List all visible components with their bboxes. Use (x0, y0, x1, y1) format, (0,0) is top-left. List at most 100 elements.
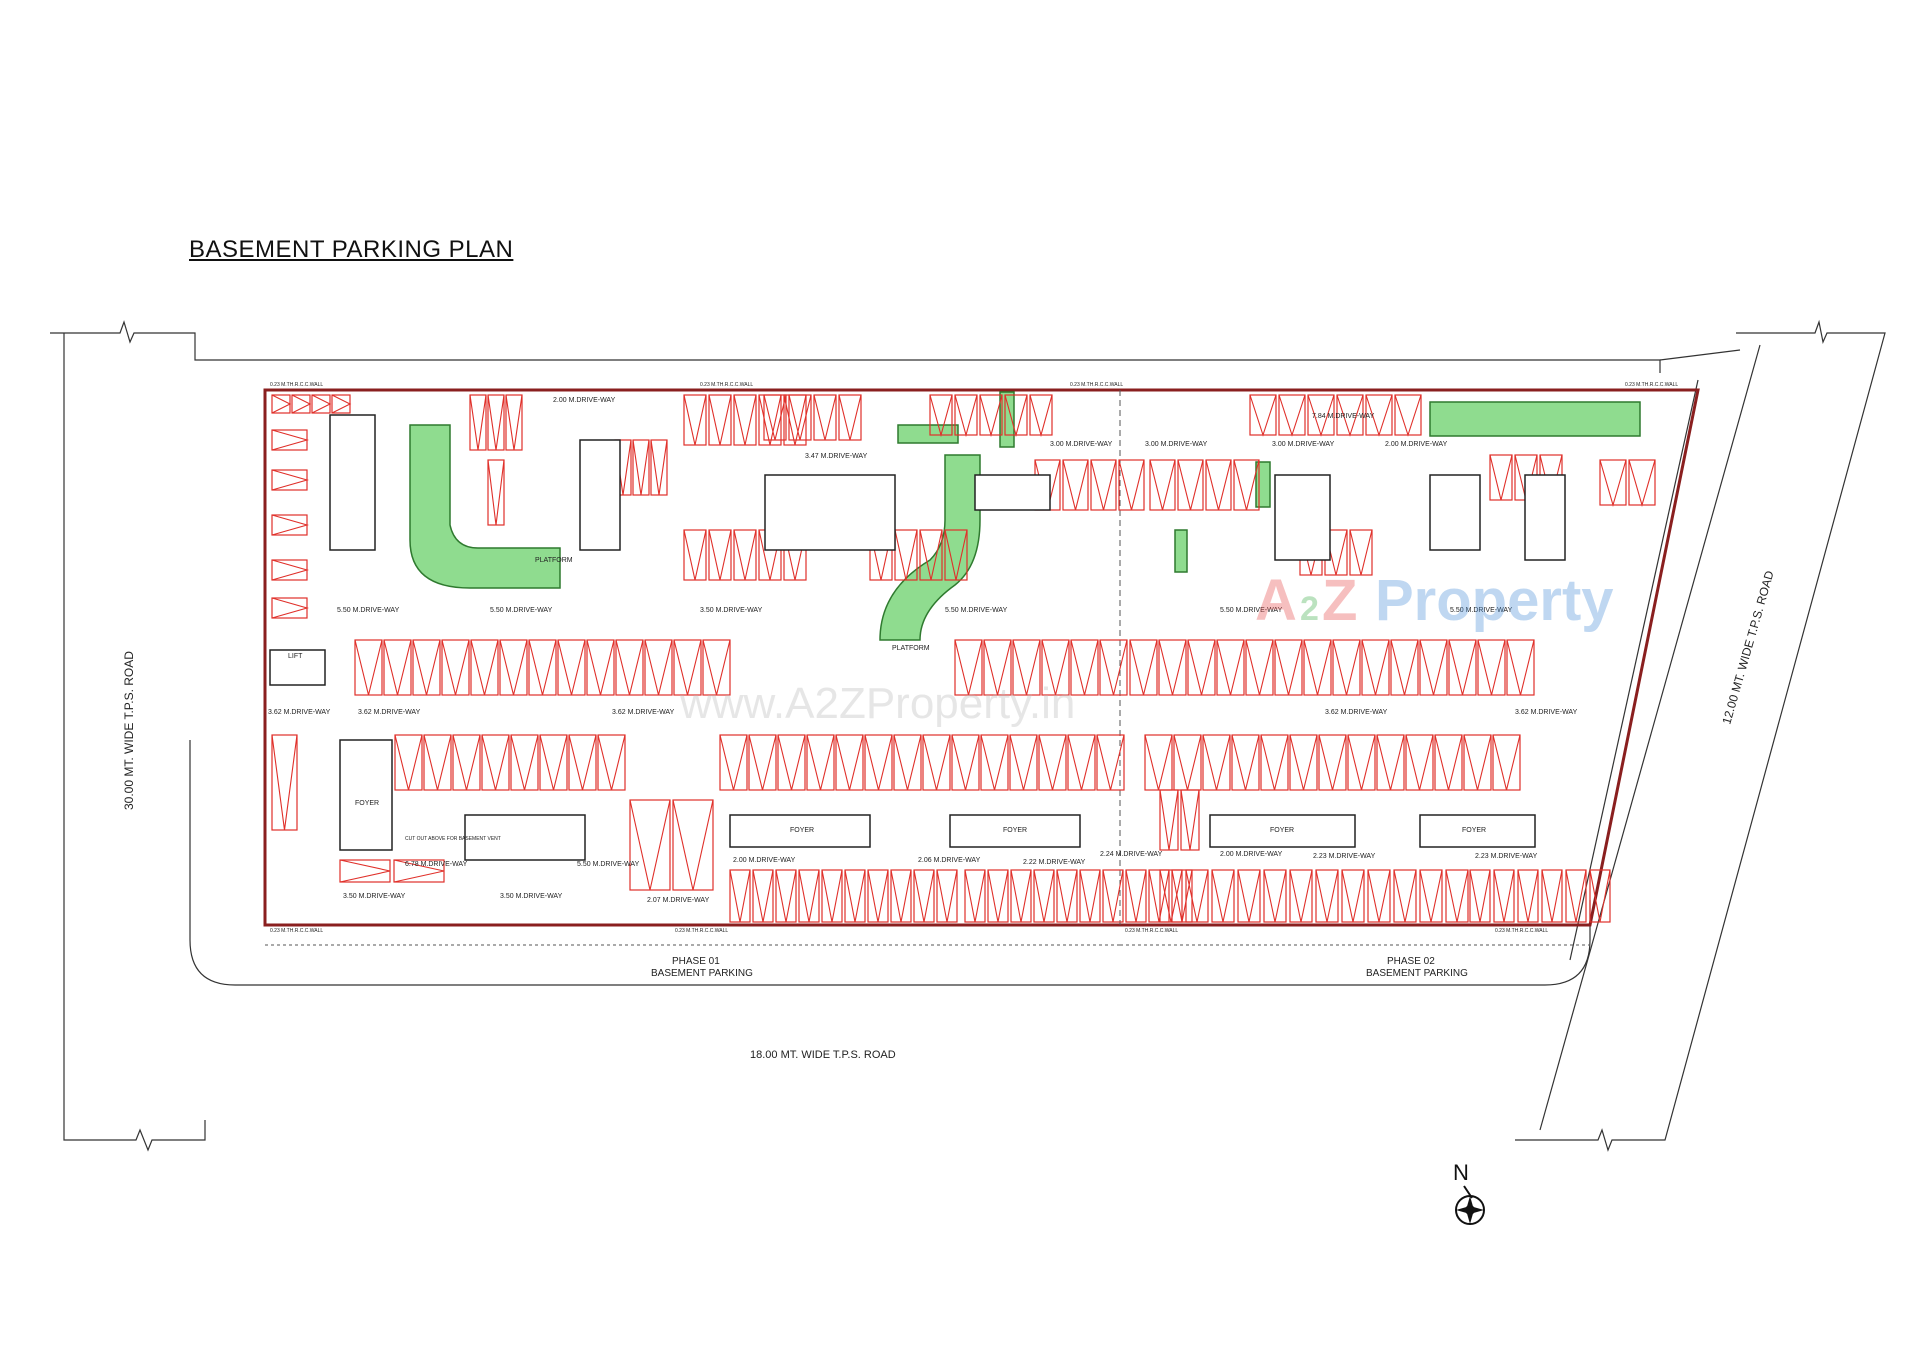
parking-bay (1347, 734, 1376, 791)
parking-bay (597, 734, 626, 791)
parking-bay-mark (311, 394, 332, 414)
parking-bay-mark (748, 734, 777, 791)
parking-bay (271, 469, 308, 491)
driveway-label: 5.50 M.DRIVE-WAY (945, 607, 1008, 614)
parking-bay-mark (393, 859, 445, 883)
watermark-brand-rest: Property (1375, 568, 1614, 633)
parking-bay-mark (733, 529, 757, 581)
parking-bay-mark (1205, 459, 1232, 511)
parking-bay (1390, 639, 1419, 696)
parking-bay (1361, 639, 1390, 696)
parking-bay-mark (1390, 639, 1419, 696)
wall-label: 0.23 M.TH.R.C.C.WALL (1070, 382, 1123, 388)
parking-bay (867, 869, 889, 923)
parking-bay (1493, 869, 1515, 923)
parking-bay-mark (683, 394, 707, 446)
parking-bay (964, 869, 986, 923)
parking-bay-mark (1347, 734, 1376, 791)
parking-bay (979, 394, 1003, 436)
parking-bay (510, 734, 539, 791)
parking-bay (557, 639, 586, 696)
parking-bay (271, 734, 298, 831)
parking-bay-mark (1010, 869, 1032, 923)
parking-bay (499, 639, 528, 696)
parking-bay (1278, 394, 1306, 436)
parking-bay (683, 394, 707, 446)
wall-label: 0.23 M.TH.R.C.C.WALL (700, 382, 753, 388)
parking-bay (469, 394, 487, 451)
parking-bay-mark (983, 639, 1012, 696)
parking-bay-mark (752, 869, 774, 923)
parking-bay-mark (821, 869, 843, 923)
parking-bay-mark (539, 734, 568, 791)
foyer-label: FOYER (355, 800, 379, 807)
parking-bay-mark (469, 394, 487, 451)
parking-bay (980, 734, 1009, 791)
driveway-label: 5.50 M.DRIVE-WAY (1450, 607, 1513, 614)
driveway-label: 7.84 M.DRIVE-WAY (1312, 413, 1375, 420)
parking-bay-mark (806, 734, 835, 791)
parking-bay (1159, 789, 1179, 851)
parking-bay (394, 734, 423, 791)
parking-bay (1205, 459, 1232, 511)
parking-bay-mark (1118, 459, 1145, 511)
parking-bay (1599, 459, 1627, 506)
parking-bay-mark (1263, 869, 1287, 923)
driveway-label: 3.50 M.DRIVE-WAY (700, 607, 763, 614)
parking-bay-mark (1405, 734, 1434, 791)
parking-bay-mark (487, 459, 505, 526)
parking-bay-mark (1336, 394, 1364, 437)
wall-label: 0.23 M.TH.R.C.C.WALL (675, 928, 728, 934)
phase-1-sub: BASEMENT PARKING (651, 968, 753, 979)
parking-bay (893, 734, 922, 791)
parking-bay (1489, 454, 1513, 501)
parking-bay-mark (1341, 869, 1365, 923)
parking-bay-mark (672, 799, 714, 891)
parking-bay (1056, 869, 1078, 923)
site-boundary (50, 319, 1886, 1152)
driveway-label: 2.00 M.DRIVE-WAY (553, 397, 616, 404)
parking-bay-mark (1469, 869, 1491, 923)
parking-bay (1506, 639, 1535, 696)
parking-bay (813, 394, 837, 441)
parking-bay (1315, 869, 1339, 923)
driveway-label: 3.62 M.DRIVE-WAY (268, 709, 331, 716)
parking-bay (1173, 734, 1202, 791)
parking-bay (1463, 734, 1492, 791)
parking-bay (1419, 639, 1448, 696)
parking-bay-mark (487, 394, 505, 451)
parking-bay-mark (271, 734, 298, 831)
parking-bay (1628, 459, 1656, 506)
parking-bay (481, 734, 510, 791)
parking-bay-mark (954, 639, 983, 696)
parking-bay-mark (964, 869, 986, 923)
parking-bay (1009, 734, 1038, 791)
parking-bay (568, 734, 597, 791)
parking-bay-mark (271, 394, 292, 414)
parking-bay-mark (1349, 529, 1373, 576)
parking-bay-mark (919, 529, 943, 581)
parking-bay-mark (1231, 734, 1260, 791)
parking-bay-mark (893, 734, 922, 791)
parking-bay (729, 869, 751, 923)
parking-bay (1029, 394, 1053, 436)
parking-bay (1289, 869, 1313, 923)
parking-bay (1180, 789, 1200, 851)
parking-bay (271, 597, 308, 619)
parking-bay-mark (922, 734, 951, 791)
compass-icon (1455, 1185, 1485, 1225)
parking-bay-mark (1419, 869, 1443, 923)
parking-bay-mark (1096, 734, 1125, 791)
parking-bay (1231, 734, 1260, 791)
driveway-label: 6.78 M.DRIVE-WAY (405, 861, 468, 868)
parking-bay (821, 869, 843, 923)
driveway-label: 3.50 M.DRIVE-WAY (500, 893, 563, 900)
parking-bay-mark (271, 469, 310, 491)
parking-bay-mark (702, 639, 731, 696)
parking-bay-mark (798, 869, 820, 923)
parking-bay (1376, 734, 1405, 791)
ramp-center (879, 454, 981, 641)
parking-bay-mark (1318, 734, 1347, 791)
parking-bay-mark (586, 639, 615, 696)
parking-bay (528, 639, 557, 696)
